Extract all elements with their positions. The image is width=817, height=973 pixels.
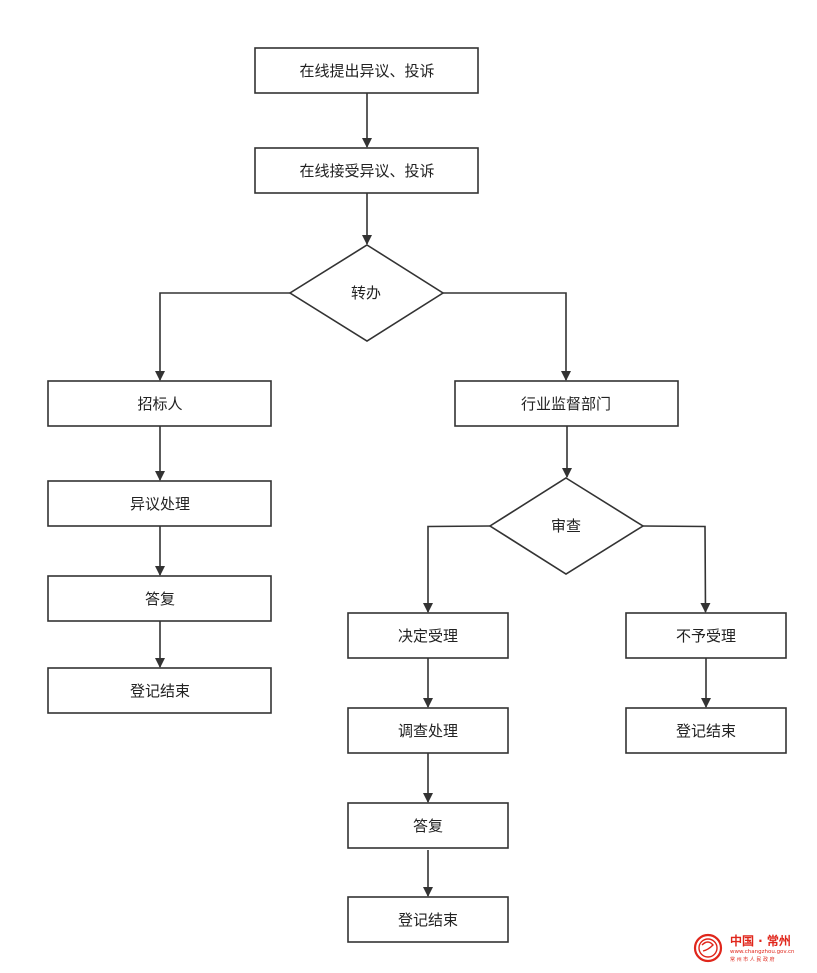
node-reply-left: 答复: [47, 575, 272, 622]
changzhou-gov-logo: 中国 · 常州 www.changzhou.gov.cn 常 州 市 人 民 政…: [693, 933, 795, 963]
node-supervision-dept: 行业监督部门: [454, 380, 679, 427]
node-label: 行业监督部门: [521, 395, 611, 413]
node-end-mid: 登记结束: [347, 896, 509, 943]
node-label: 在线提出异议、投诉: [299, 62, 434, 80]
decision-review: 审查: [488, 477, 645, 575]
node-end-left: 登记结束: [47, 667, 272, 714]
logo-subtitle: 常 州 市 人 民 政 府: [730, 956, 775, 963]
node-label: 登记结束: [676, 722, 736, 740]
node-accept: 决定受理: [347, 612, 509, 659]
node-receive: 在线接受异议、投诉: [254, 147, 479, 194]
node-label: 答复: [145, 590, 175, 608]
node-label: 调查处理: [398, 722, 458, 740]
node-label: 在线接受异议、投诉: [299, 162, 434, 180]
edge-review-reject: [642, 525, 711, 613]
node-label: 转办: [351, 284, 381, 302]
node-end-right: 登记结束: [625, 707, 787, 754]
node-submit: 在线提出异议、投诉: [254, 47, 479, 94]
logo-url: www.changzhou.gov.cn: [730, 949, 795, 955]
node-label: 招标人: [137, 395, 182, 413]
edge-review-accept: [423, 525, 491, 613]
logo-emblem-icon: [693, 933, 723, 963]
edge-transfer-dept: [443, 292, 571, 381]
node-label: 登记结束: [130, 682, 190, 700]
node-reject: 不予受理: [625, 612, 787, 659]
edge-transfer-tenderer: [155, 292, 290, 381]
node-tenderer: 招标人: [47, 380, 272, 427]
decision-transfer: 转办: [288, 244, 445, 342]
node-label: 答复: [413, 817, 443, 835]
logo-title: 中国 · 常州: [730, 933, 791, 948]
node-objection-handling: 异议处理: [47, 480, 272, 527]
node-label: 异议处理: [130, 495, 190, 513]
node-label: 登记结束: [398, 911, 458, 929]
node-label: 决定受理: [398, 627, 458, 645]
node-label: 审查: [551, 517, 581, 535]
node-reply-mid: 答复: [347, 802, 509, 849]
node-investigate: 调查处理: [347, 707, 509, 754]
node-label: 不予受理: [676, 627, 736, 645]
